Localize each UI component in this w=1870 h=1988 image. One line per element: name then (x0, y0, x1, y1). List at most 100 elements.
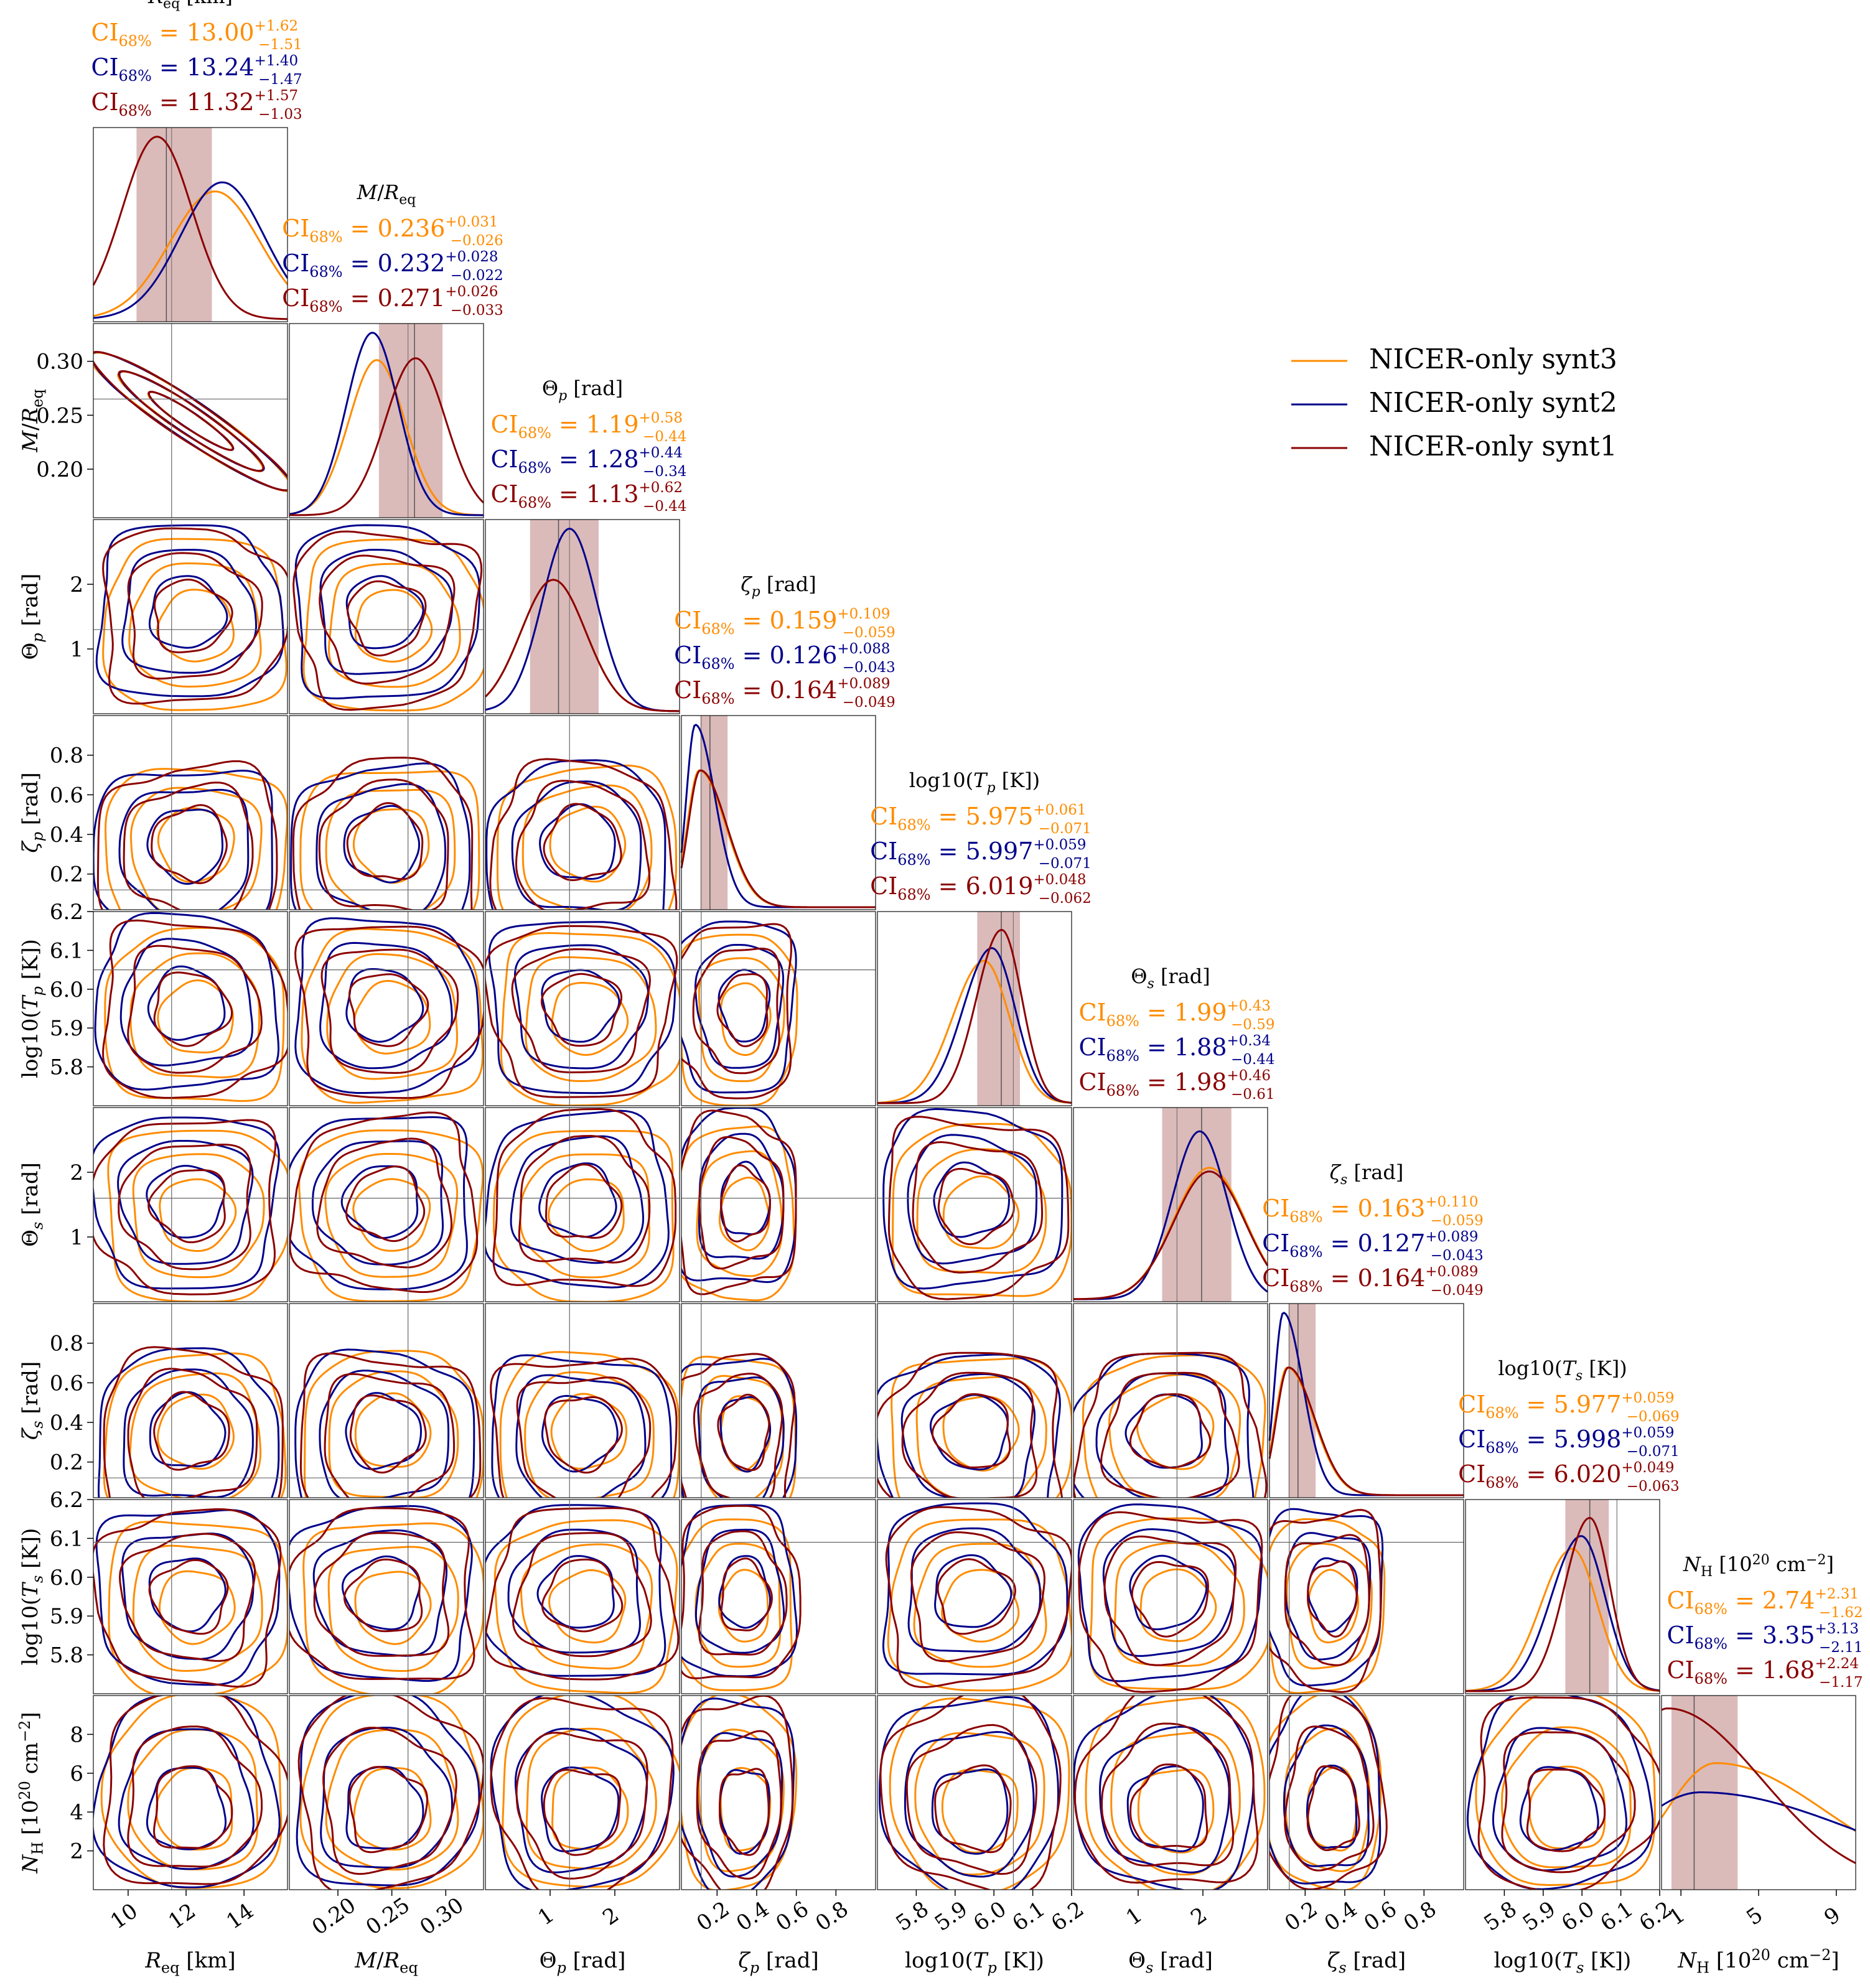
frame (93, 1107, 288, 1302)
contour-synt1-2 (512, 1532, 652, 1658)
contour-synt2-1 (877, 1353, 1061, 1498)
contour-synt1-1 (681, 1696, 794, 1890)
frame (289, 1303, 484, 1498)
frame (681, 1107, 876, 1302)
legend-label-synt3: NICER-only synt3 (1369, 343, 1617, 375)
ci-label-synt2-Req: CI68% = 13.24+1.40−1.47 (91, 53, 302, 88)
y-tick-label: 0.8 (50, 1332, 83, 1356)
contour-synt2-1 (294, 917, 480, 1094)
contour-synt2-3 (933, 1161, 1010, 1238)
contour-synt1-3 (937, 1168, 1015, 1246)
contour-synt2-1 (882, 1502, 1068, 1676)
y-tick-label: 0.2 (50, 1450, 83, 1475)
frame (1465, 1695, 1660, 1890)
panel-Req-Ths (93, 1107, 288, 1302)
contour-synt3-1 (1085, 1697, 1266, 1890)
panel-MR-Tp (289, 911, 484, 1106)
contour-synt3-2 (698, 1729, 785, 1872)
contour-synt3-2 (521, 784, 653, 910)
contour-synt1-3 (1306, 1765, 1360, 1852)
contour-synt1-1 (292, 757, 474, 910)
frame (289, 1107, 484, 1302)
panel-Req-MR (93, 323, 288, 518)
panel-Ths-NH (1073, 1695, 1268, 1890)
contour-synt1-1 (490, 1697, 674, 1890)
marginal-synt2-NH (1661, 1791, 1856, 1831)
x-axis-zp: 0.20.40.60.8ζp [rad] (692, 1890, 853, 1977)
contour-synt3-1 (103, 1352, 287, 1498)
contour-synt3-1 (107, 1129, 288, 1302)
contour-synt1-3 (716, 973, 769, 1047)
y-axis-zp: 0.20.40.60.8ζp [rad] (18, 744, 93, 887)
contour-synt1-1 (485, 1507, 680, 1681)
ci-band-Ths (1162, 1108, 1232, 1302)
x-axis-zs: 0.20.40.60.8ζs [rad] (1280, 1890, 1441, 1977)
contour-synt2-2 (904, 1730, 1035, 1878)
contour-synt3-3 (354, 1392, 432, 1468)
contour-synt2-2 (511, 780, 642, 910)
contour-synt2-1 (95, 524, 284, 698)
contour-synt1-2 (515, 1732, 648, 1880)
contour-synt3-3 (159, 1570, 236, 1645)
contour-synt2-3 (536, 1555, 615, 1629)
marginal-synt1-Ths (1073, 1170, 1269, 1300)
panel-Tp-zs (877, 1303, 1072, 1498)
contour-synt1-2 (1284, 1725, 1375, 1872)
contour-synt1-3 (540, 973, 622, 1047)
contour-synt1-2 (698, 1530, 788, 1656)
contour-synt3-2 (132, 1544, 263, 1672)
contour-synt2-3 (1519, 1766, 1599, 1851)
contour-synt1-2 (316, 1137, 453, 1269)
contour-synt3-2 (698, 957, 785, 1083)
y-tick-label: 0.8 (50, 744, 83, 768)
ci-label-synt1-Ths: CI68% = 1.98+0.46−0.61 (1078, 1068, 1274, 1103)
contour-synt1-2 (123, 782, 254, 910)
contour-synt1-3 (1129, 1393, 1212, 1469)
y-tick-label: 0.4 (50, 1411, 83, 1435)
contour-synt1-3 (152, 1765, 233, 1849)
ci-label-synt2-NH: CI68% = 3.35+3.13−2.11 (1667, 1621, 1863, 1656)
x-tick-label: 0.30 (416, 1893, 469, 1940)
contour-synt3-3 (719, 1177, 770, 1251)
contour-synt1-2 (118, 1143, 251, 1271)
x-tick-label: 5.8 (891, 1897, 933, 1936)
contour-synt2-2 (515, 1374, 647, 1498)
contour-synt1-1 (93, 1119, 277, 1295)
ci-label-synt2-MR: CI68% = 0.232+0.028−0.022 (282, 249, 503, 284)
frame (1269, 1499, 1464, 1694)
y-tick-label: 2 (70, 1160, 83, 1185)
contour-synt1-2 (515, 780, 651, 910)
ci-label-synt1-Tp: CI68% = 6.019+0.048−0.062 (870, 872, 1092, 907)
contour-synt3-3 (156, 1393, 235, 1470)
panel-Req-Ts (93, 1499, 288, 1694)
y-tick-label: 8 (70, 1722, 83, 1747)
marginal-synt2-Tp (877, 947, 1072, 1104)
marginal-synt3-Req (93, 190, 289, 317)
y-tick-label: 6.0 (50, 1566, 83, 1590)
contour-synt3-3 (354, 1570, 432, 1645)
ci-label-synt3-Tp: CI68% = 5.975+0.061−0.071 (870, 802, 1092, 837)
y-tick-label: 6.2 (50, 900, 83, 925)
frame (681, 1695, 876, 1890)
frame (877, 1107, 1072, 1302)
x-axis-label-zp: ζp [rad] (738, 1948, 818, 1977)
x-axis-label-MR: M/Req (354, 1948, 418, 1977)
contour-synt3-1 (93, 352, 288, 492)
contour-synt2-3 (345, 968, 424, 1043)
marginal-synt1-Ts (1466, 1516, 1660, 1692)
x-tick-label: 6.1 (1008, 1897, 1050, 1936)
title-MR: M/Req (357, 180, 416, 208)
frame (1073, 1303, 1268, 1498)
contour-synt2-2 (316, 783, 447, 910)
contour-synt3-1 (493, 1519, 678, 1694)
contour-synt1-1 (103, 1696, 288, 1885)
frame (877, 1695, 1072, 1890)
y-tick-label: 1 (70, 1225, 83, 1250)
contour-synt3-1 (889, 1697, 1070, 1890)
contour-synt1-3 (346, 802, 424, 880)
contour-synt2-3 (718, 969, 771, 1043)
ci-label-synt1-Ts: CI68% = 6.020+0.049−0.063 (1458, 1460, 1680, 1495)
